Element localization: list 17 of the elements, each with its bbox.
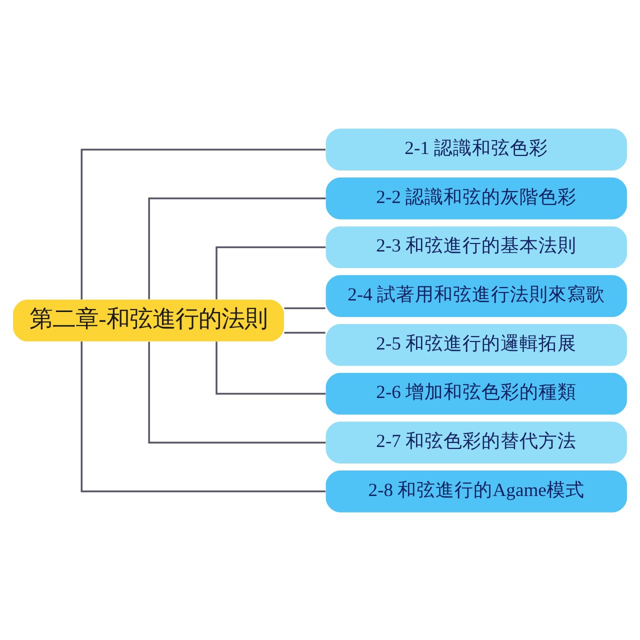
node-box: 2-4 試著用和弦進行法則來寫歌 bbox=[326, 274, 627, 316]
node-box: 2-7 和弦色彩的替代方法 bbox=[326, 421, 627, 464]
connector bbox=[216, 341, 326, 394]
connector bbox=[148, 341, 326, 443]
node-box: 2-3 和弦進行的基本法則 bbox=[326, 226, 627, 268]
node-box: 第二章-和弦進行的法則 bbox=[13, 299, 284, 341]
connector bbox=[284, 331, 326, 334]
connector bbox=[148, 197, 326, 299]
connector bbox=[284, 306, 326, 309]
connector bbox=[216, 246, 326, 299]
node-box: 2-5 和弦進行的邏輯拓展 bbox=[326, 324, 627, 366]
node-box: 2-8 和弦進行的Agame模式 bbox=[326, 470, 627, 512]
connector bbox=[80, 340, 326, 492]
node-box: 2-1 認識和弦色彩 bbox=[326, 128, 627, 170]
connector bbox=[80, 148, 326, 300]
node-box: 2-6 增加和弦色彩的種類 bbox=[326, 372, 627, 414]
node-box: 2-2 認識和弦的灰階色彩 bbox=[326, 176, 627, 219]
